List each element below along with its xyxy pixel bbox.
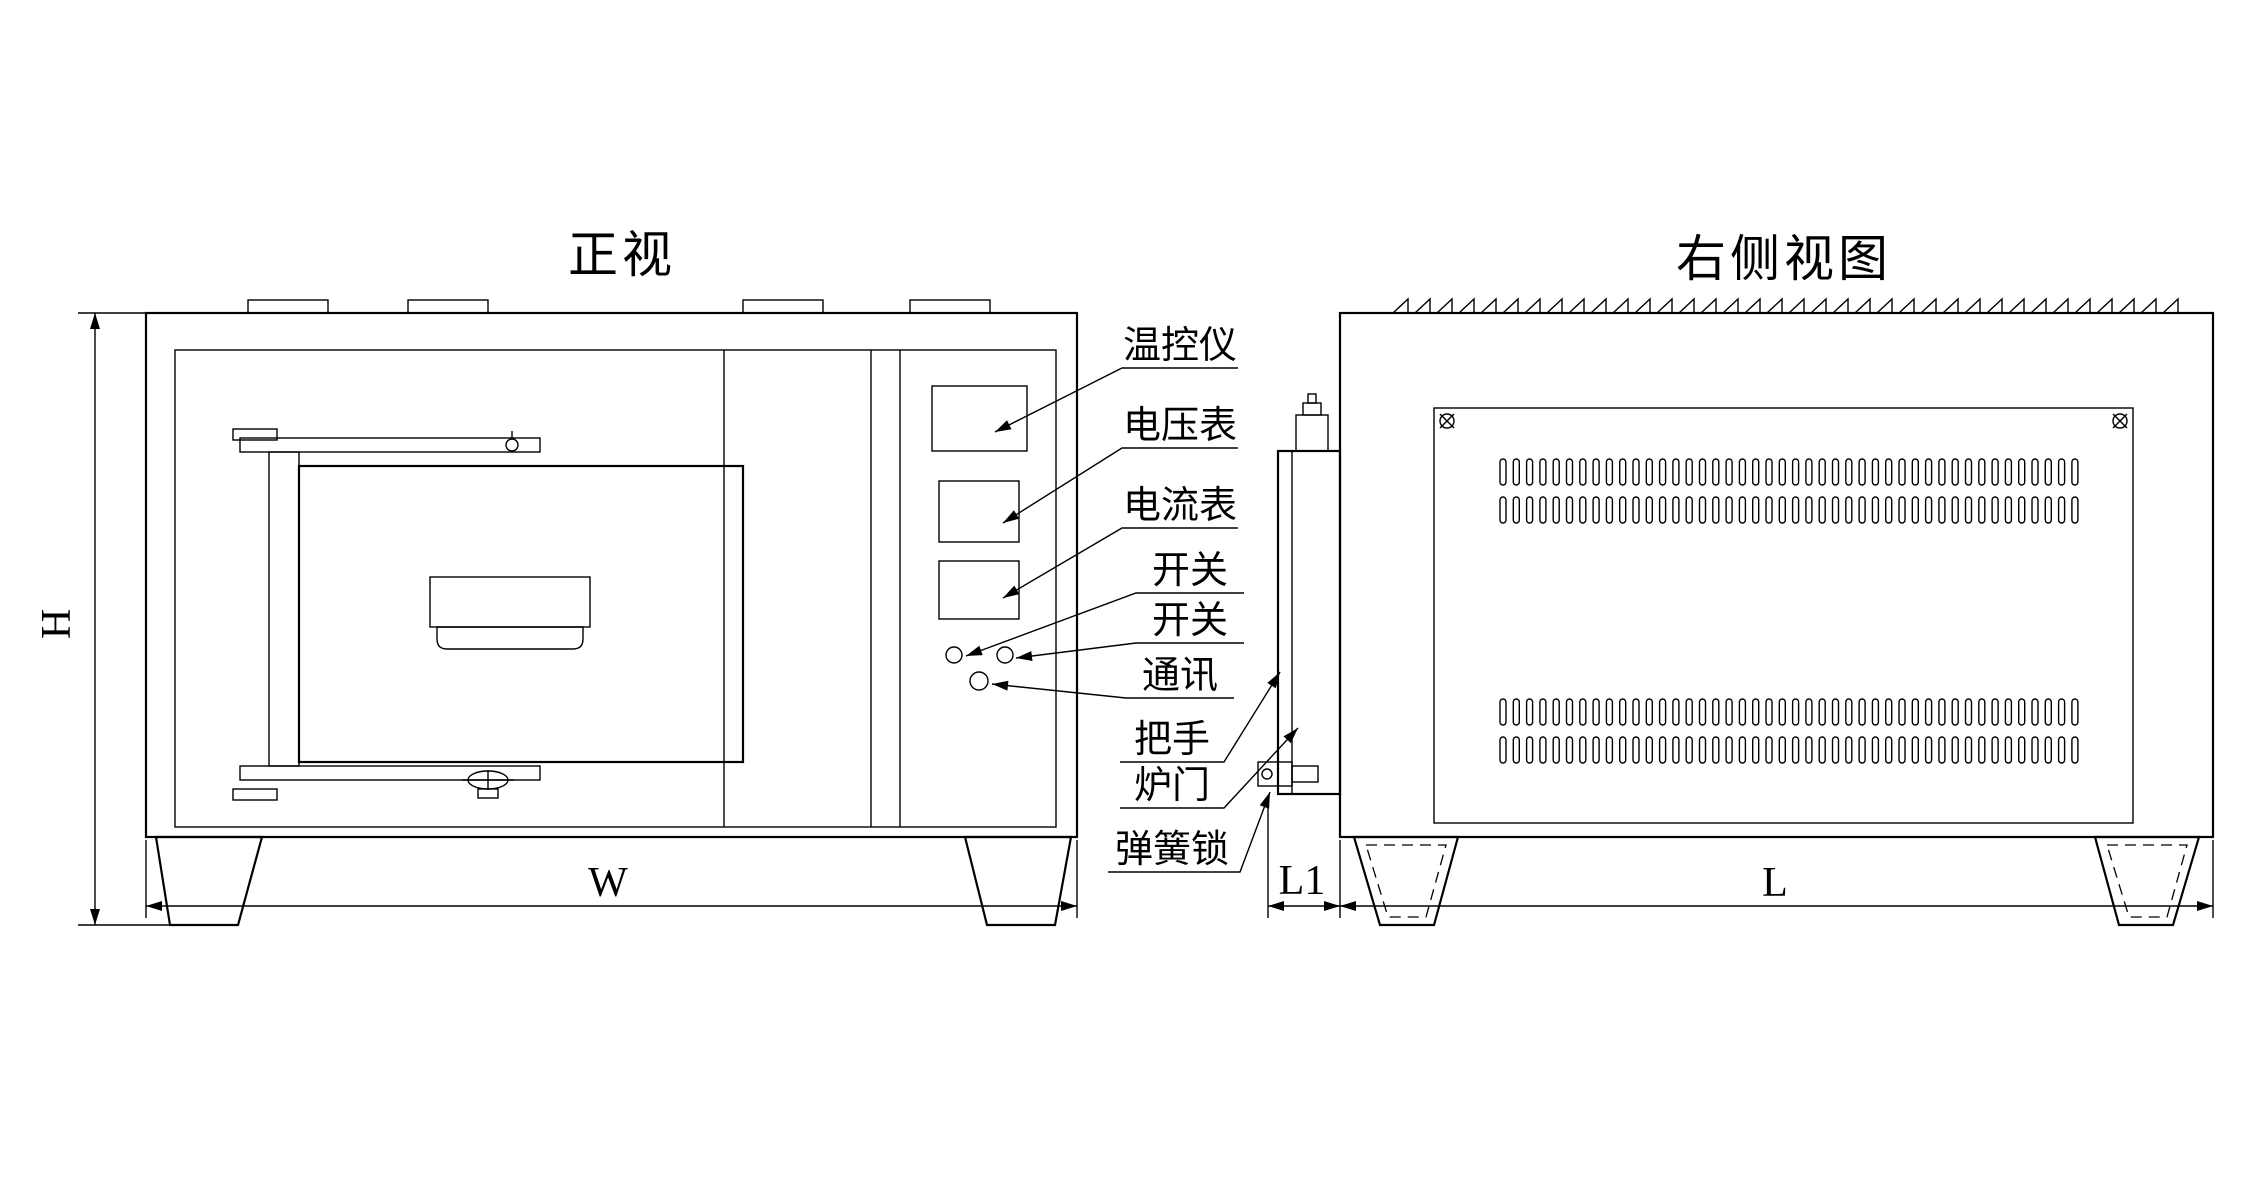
spring-lock-mechanism [1257, 761, 1319, 787]
control-panel [931, 385, 1028, 691]
right-side-view [1257, 297, 2215, 927]
right-view-title: 右侧视图 [1676, 231, 1892, 287]
panel-screw-left-icon [1439, 413, 1455, 429]
door-top-arm [239, 437, 541, 453]
door-hinge-knob [1307, 393, 1317, 404]
panel-screw-right-icon [2112, 413, 2128, 429]
hinge-plate-bottom [232, 788, 278, 801]
furnace-door-side [1257, 393, 1342, 796]
dim-width-label: W [588, 860, 628, 906]
top-pads [247, 299, 991, 314]
dim-door-depth-label: L1 [1279, 858, 1326, 904]
dim-height-label: H [34, 609, 80, 639]
label-spring-lock: 弹簧锁 [1115, 829, 1229, 871]
front-cabinet-outline [144, 311, 1079, 839]
top-fins [1392, 297, 2179, 314]
door-hinge-cap [1302, 402, 1322, 416]
furnace-door-front [232, 428, 745, 801]
door-top-screw [505, 431, 519, 452]
communication-port [969, 671, 989, 691]
temperature-controller-display [931, 385, 1028, 452]
label-handle: 把手 [1134, 719, 1210, 761]
leader-lines [965, 367, 1299, 873]
front-view-title: 正视 [568, 227, 676, 283]
switch-1-knob [945, 646, 963, 664]
door-handle-recess [429, 576, 591, 650]
switch-2-knob [996, 646, 1014, 664]
door-side-slab [1276, 449, 1342, 796]
door-latch-wheel [462, 770, 514, 799]
hinge-plate-top [232, 428, 278, 441]
ammeter-display [938, 560, 1020, 620]
label-temperature-controller: 温控仪 [1123, 325, 1237, 367]
label-furnace-door: 炉门 [1134, 765, 1210, 807]
door-slab [297, 464, 745, 764]
voltmeter-display [938, 480, 1020, 543]
dimension-lines [78, 312, 2214, 926]
dim-length-label: L [1762, 860, 1788, 906]
front-inner-panel [174, 349, 1057, 828]
side-panel [1433, 407, 2134, 824]
label-ammeter: 电流表 [1123, 485, 1237, 527]
side-legs [1352, 835, 2201, 927]
label-switch-2: 开关 [1152, 600, 1228, 642]
ventilation-slots [1499, 458, 2079, 764]
front-legs [154, 835, 1073, 927]
label-communication: 通讯 [1142, 655, 1218, 697]
label-voltmeter: 电压表 [1123, 405, 1237, 447]
label-switch-1: 开关 [1152, 550, 1228, 592]
side-cabinet-outline [1338, 311, 2215, 839]
door-hinge-column [268, 451, 300, 767]
front-view [144, 299, 1079, 927]
door-hinge-bracket [1295, 414, 1329, 452]
door-bottom-arm [239, 765, 541, 781]
